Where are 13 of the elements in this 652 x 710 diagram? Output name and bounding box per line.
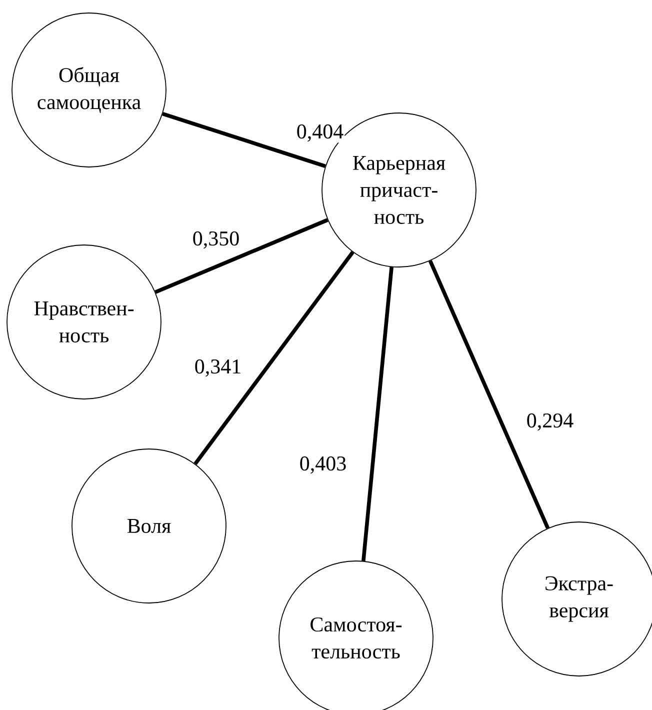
- edge-label: 0,403: [298, 455, 348, 475]
- connector-line: [162, 112, 326, 168]
- circle-node: Воля: [72, 448, 226, 604]
- connector-line: [154, 218, 328, 294]
- connector-line: [428, 260, 550, 529]
- circle-node: Нравствен- ность: [6, 244, 162, 400]
- edge-label: 0,341: [193, 358, 243, 378]
- edge-label: 0,350: [191, 230, 241, 250]
- edge-label: 0,294: [525, 412, 575, 432]
- connector-line: [194, 251, 354, 465]
- circle-node: Общая самооценка: [12, 12, 166, 168]
- edge-label: 0,404: [295, 123, 345, 143]
- connector-line: [362, 266, 394, 562]
